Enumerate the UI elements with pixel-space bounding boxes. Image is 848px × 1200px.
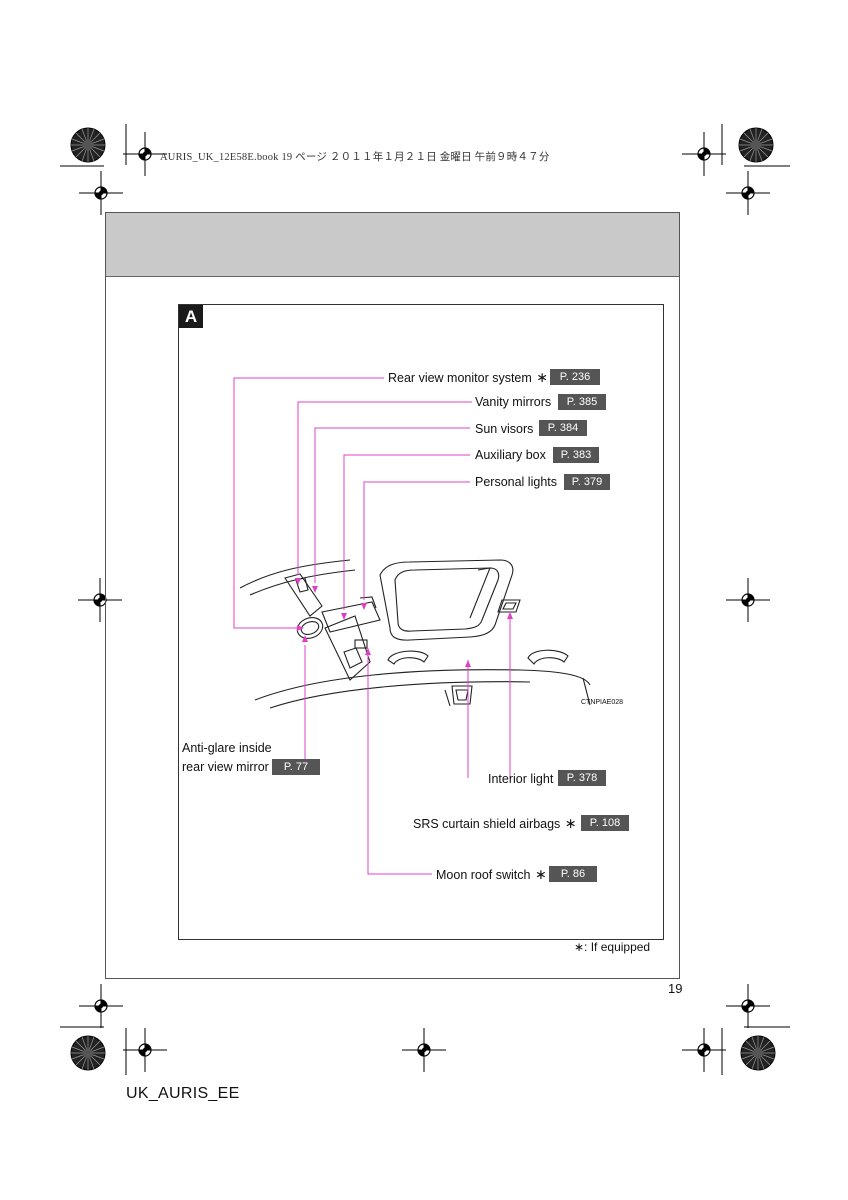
callout-vanity-mirrors: Vanity mirrors: [475, 395, 552, 409]
callout-personal-lights: Personal lights: [475, 475, 557, 489]
print-header: AURIS_UK_12E58E.book 19 ページ ２０１１年１月２１日 金…: [160, 152, 550, 163]
if-equipped-star: ∗: [536, 369, 548, 385]
page-ref-anti-glare-mirror[interactable]: P. 77: [272, 759, 320, 775]
page-ref-rear-view-monitor[interactable]: P. 236: [550, 369, 600, 385]
page-ref-srs-airbags[interactable]: P. 108: [581, 815, 629, 831]
page-ref-moon-roof-switch[interactable]: P. 86: [549, 866, 597, 882]
footer-code: UK_AURIS_EE: [126, 1085, 240, 1102]
figure-code: CTNPIAE028: [581, 699, 624, 706]
page-ref-personal-lights[interactable]: P. 379: [564, 474, 610, 490]
callout-srs-airbags: SRS curtain shield airbags ∗: [413, 815, 576, 833]
callout-auxiliary-box: Auxiliary box: [475, 448, 546, 462]
callout-anti-glare-line2: rear view mirror: [182, 760, 269, 774]
page-number: 19: [668, 981, 683, 996]
callout-label: Moon roof switch: [436, 868, 531, 882]
callout-anti-glare-line1: Anti-glare inside: [182, 741, 272, 755]
trim-lines: [60, 124, 790, 1075]
page-ref-vanity-mirrors[interactable]: P. 385: [558, 394, 606, 410]
page-ref-interior-light[interactable]: P. 378: [558, 770, 606, 786]
page-ref-sun-visors[interactable]: P. 384: [539, 420, 587, 436]
callout-moon-roof-switch: Moon roof switch ∗: [436, 866, 547, 884]
leader-lines: [233, 377, 511, 875]
car-ceiling-drawing: [239, 559, 591, 709]
callout-interior-light: Interior light: [488, 772, 554, 786]
arrow-heads: [295, 578, 513, 667]
header-band: [106, 213, 679, 277]
if-equipped-star: ∗: [564, 815, 577, 831]
footnote: ∗: If equipped: [574, 940, 651, 954]
figure-frame: [178, 304, 664, 940]
callout-sun-visors: Sun visors: [475, 422, 534, 436]
if-equipped-star: ∗: [534, 866, 547, 882]
page-frame: [105, 212, 680, 979]
callout-rear-view-monitor: Rear view monitor system ∗: [388, 369, 548, 387]
callout-label: Rear view monitor system: [388, 371, 532, 385]
callout-label: SRS curtain shield airbags: [413, 817, 561, 831]
section-badge: A: [179, 305, 203, 328]
page-ref-auxiliary-box[interactable]: P. 383: [553, 447, 599, 463]
